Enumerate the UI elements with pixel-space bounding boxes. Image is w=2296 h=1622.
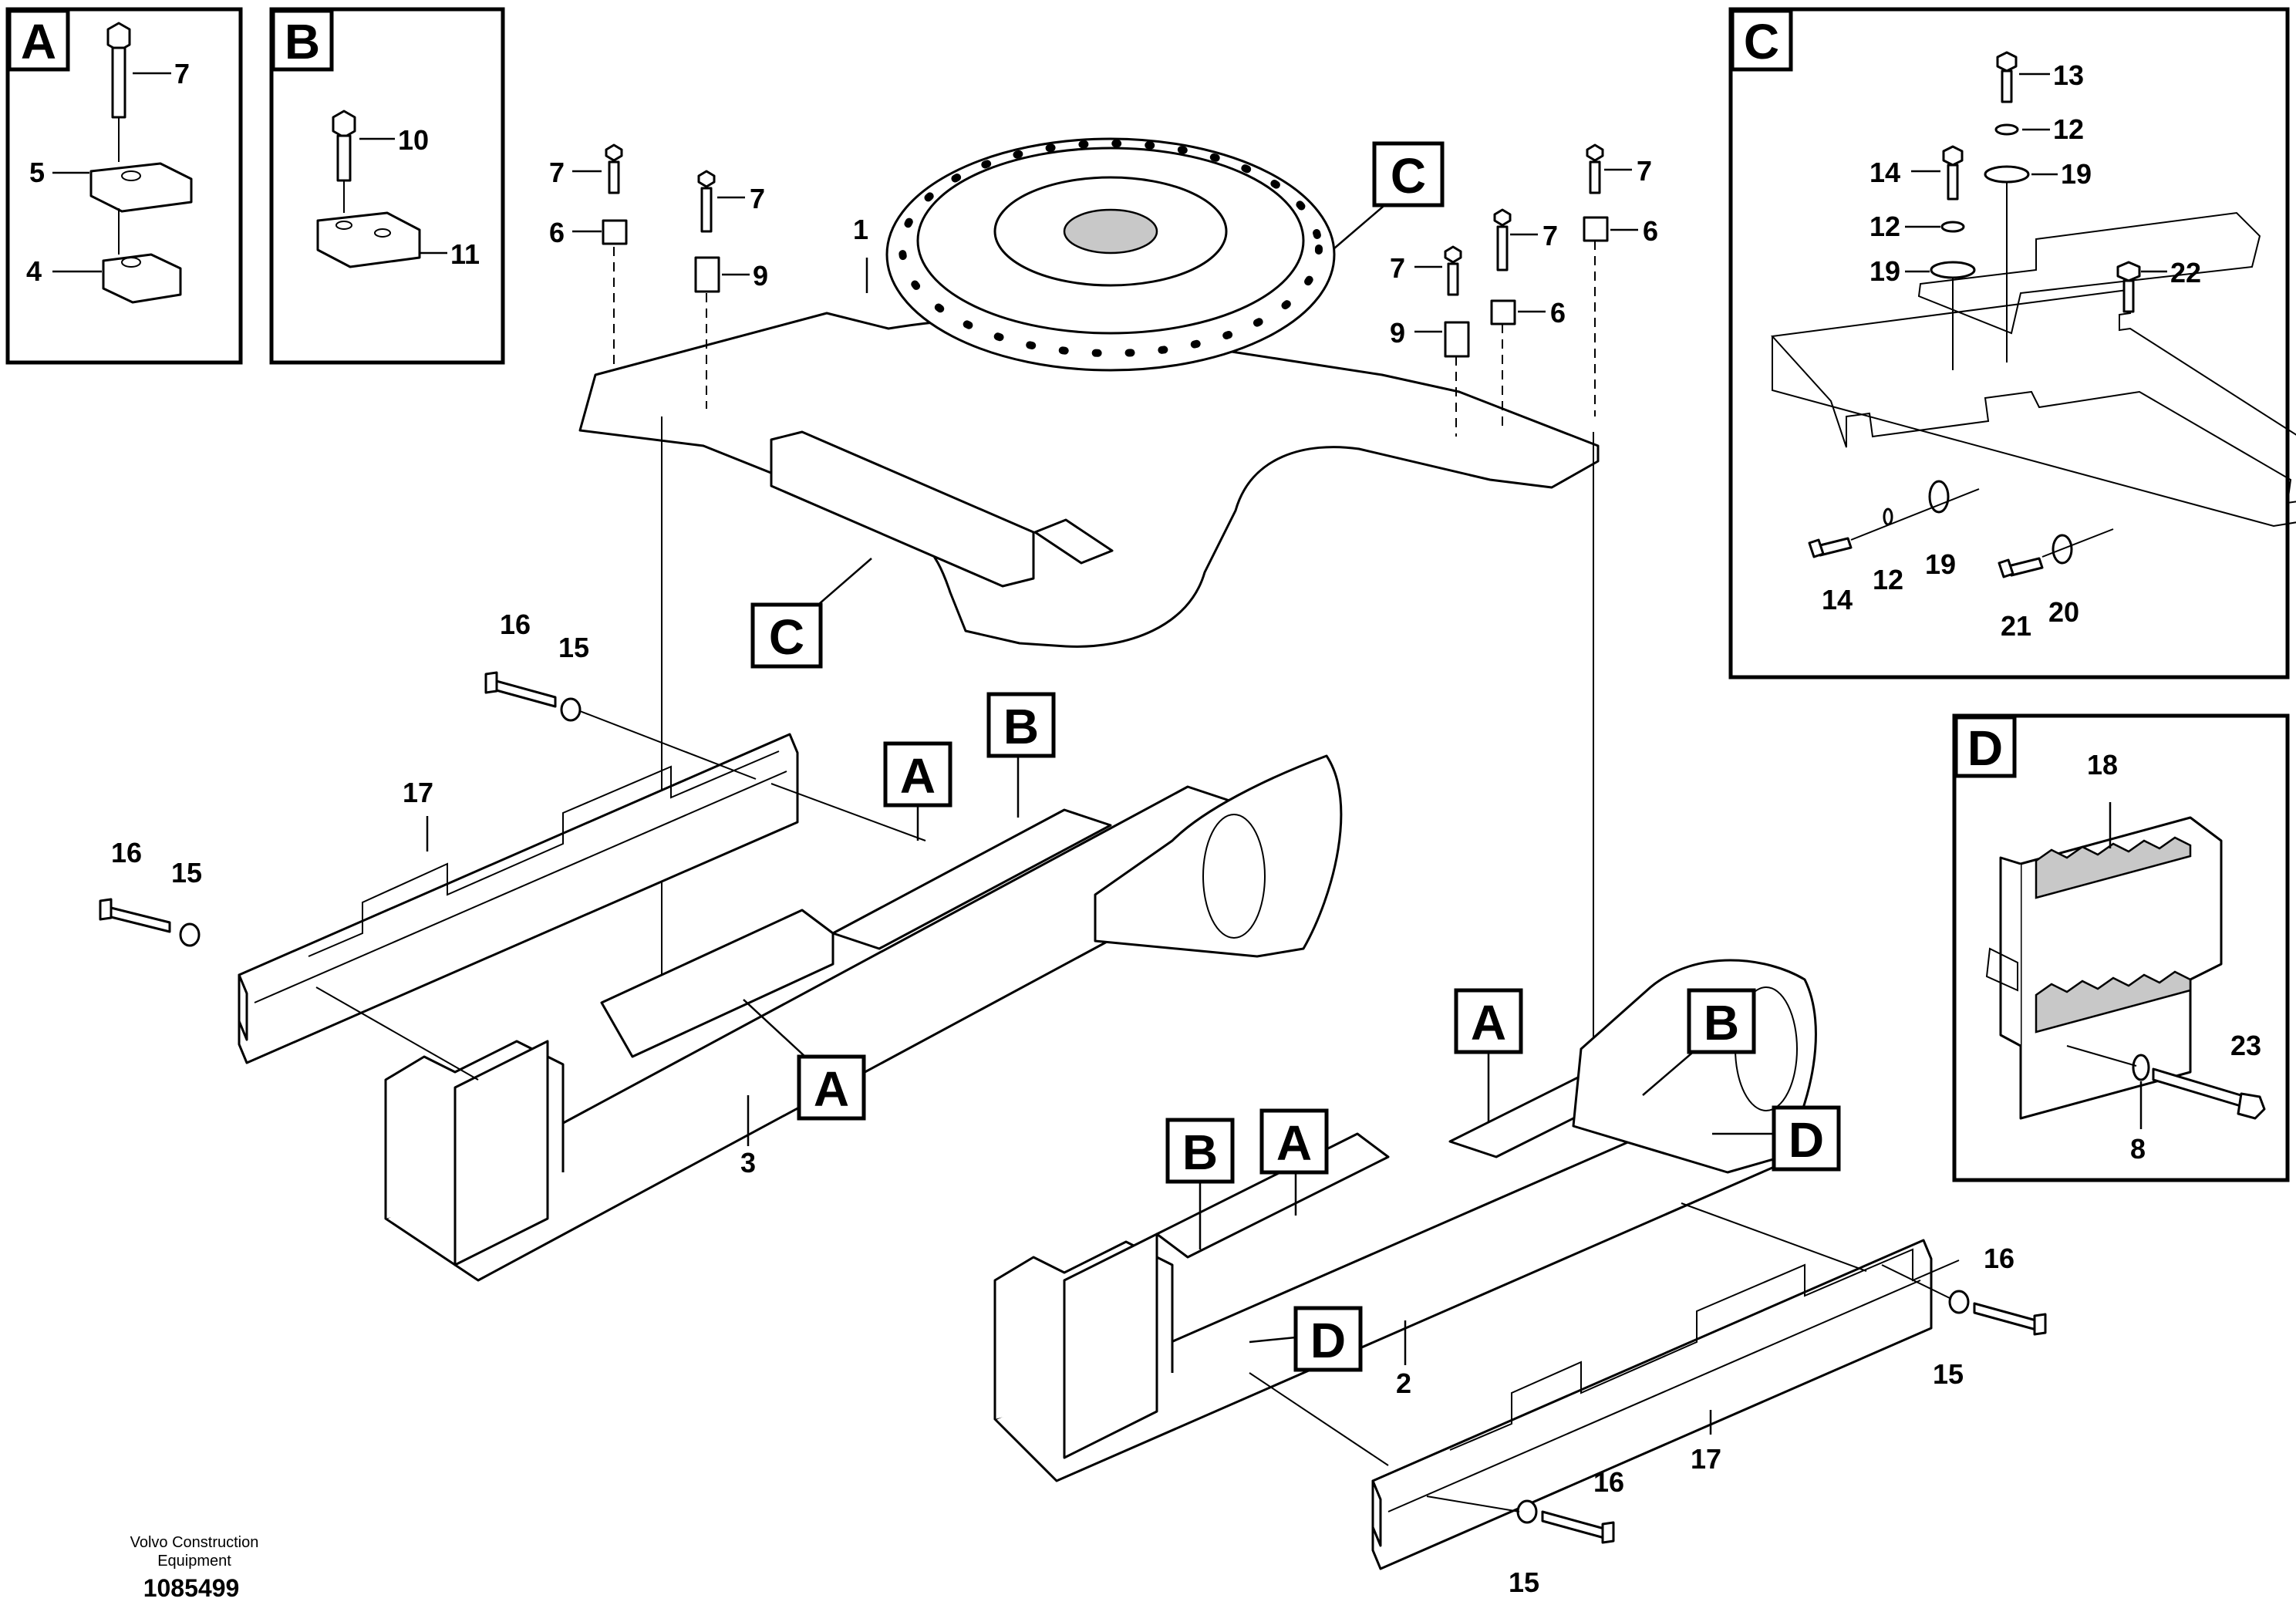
document-number: 1085499 [143,1574,240,1602]
label-15c: 15 [1509,1566,1539,1598]
label-13: 13 [2053,59,2084,91]
detail-box-d: D 18 23 8 [1952,713,2290,1182]
svg-text:A: A [1471,995,1506,1050]
detail-box-a: A 7 5 4 [5,7,243,365]
brand-line-2: Equipment [157,1553,231,1570]
label-19c: 19 [1925,548,1956,580]
label-6c: 6 [1550,297,1566,329]
label-12c: 12 [1873,564,1903,595]
svg-text:D: D [1310,1313,1346,1368]
detail-d-letter: D [1967,720,2003,776]
label-16b: 16 [500,609,531,640]
label-8: 8 [2130,1133,2146,1165]
label-18: 18 [2087,749,2118,781]
callout-a-right-1: A [1454,988,1523,1123]
callout-c-top: C [1333,141,1445,249]
svg-text:B: B [1003,699,1039,754]
svg-text:D: D [1789,1112,1824,1168]
label-4: 4 [26,255,42,287]
label-7d: 7 [1542,220,1558,251]
label-19b: 19 [1870,255,1900,287]
detail-box-b: B 10 11 [269,7,505,365]
label-17a: 17 [403,777,433,808]
label-15a: 15 [171,857,202,889]
callout-a-right-2: A [1259,1108,1329,1216]
callout-b-right-2: B [1165,1118,1235,1249]
svg-text:A: A [814,1061,849,1117]
label-7c: 7 [1637,155,1652,187]
detail-b-letter: B [285,14,320,69]
label-17b: 17 [1691,1443,1721,1475]
upper-frame-bolts [602,143,1609,358]
callout-d-right-1: D [1712,1105,1841,1172]
label-12b: 12 [1870,211,1900,242]
label-15d: 15 [1933,1358,1964,1390]
label-5: 5 [29,157,45,188]
left-track-frame: 3 [384,754,1343,1282]
label-12: 12 [2053,113,2084,145]
callout-b-left: B [986,692,1056,818]
svg-text:A: A [1276,1115,1312,1171]
label-1: 1 [853,214,868,245]
label-21: 21 [2001,610,2031,642]
label-15b: 15 [558,632,589,663]
callout-a-left-1: A [883,741,952,841]
detail-a-letter: A [21,14,56,69]
label-16c: 16 [1593,1466,1624,1498]
label-7e: 7 [1390,252,1405,284]
label-10: 10 [398,124,429,156]
svg-text:C: C [769,609,804,665]
label-6a: 6 [549,217,565,248]
upper-frame: 1 7 6 7 9 7 6 7 6 7 9 [549,137,1658,1126]
label-2: 2 [1396,1367,1411,1399]
detail-box-c: C 13 12 19 14 12 19 22 [1728,7,2296,679]
label-9a: 9 [753,260,768,292]
callout-d-right-2: D [1249,1306,1363,1372]
label-16d: 16 [1984,1243,2014,1274]
label-16a: 16 [111,837,142,868]
label-19: 19 [2061,158,2092,190]
left-side-plate: 17 16 15 16 15 [99,609,926,1081]
brand-line-1: Volvo Construction [130,1534,259,1551]
label-14: 14 [1870,157,1900,188]
callout-c-bottom: C [750,558,872,669]
label-23: 23 [2230,1030,2261,1061]
label-3: 3 [740,1147,756,1179]
svg-text:C: C [1391,148,1426,204]
callout-b-right-1: B [1642,988,1756,1096]
label-22: 22 [2170,257,2201,288]
label-7: 7 [174,58,190,89]
svg-text:B: B [1704,995,1739,1050]
label-7b: 7 [750,183,765,214]
brand-block: Volvo Construction Equipment 1085499 [130,1534,259,1602]
label-9b: 9 [1390,317,1405,349]
detail-c-letter: C [1744,14,1779,69]
label-11: 11 [450,238,480,270]
label-14b: 14 [1822,584,1853,615]
svg-text:A: A [900,748,936,804]
callout-a-left-2: A [743,999,866,1121]
right-side-plate: 17 16 15 16 15 [1249,1202,2047,1598]
svg-text:B: B [1182,1125,1218,1180]
label-7a: 7 [549,157,565,188]
label-6b: 6 [1643,215,1658,247]
label-20: 20 [2048,596,2079,628]
